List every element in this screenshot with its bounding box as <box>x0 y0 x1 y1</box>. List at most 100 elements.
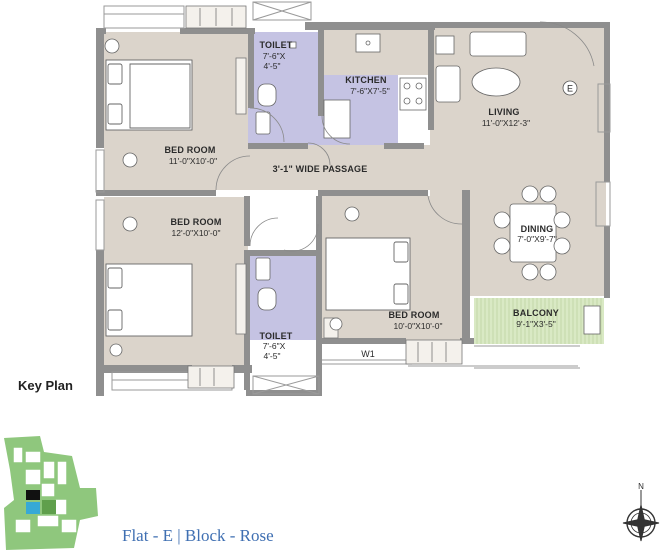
kitchen-fixtures <box>323 33 427 139</box>
wc-icon <box>257 83 277 107</box>
bedroom-2-dims: 12'-0"X10'-0" <box>172 228 221 238</box>
wall-kitchen-bottom-2 <box>384 143 424 149</box>
chair-icon <box>122 152 138 168</box>
washbasin-icon <box>255 257 271 281</box>
dresser-bedroom1 <box>235 57 247 115</box>
chair-icon <box>493 211 511 229</box>
bed-bedroom2 <box>105 263 193 337</box>
walls <box>96 22 610 396</box>
key-plan-highlight-block <box>26 490 40 500</box>
wall-bed3-right <box>462 190 470 340</box>
wall-bottom-bed3-end <box>460 338 474 344</box>
toilet-1-dims: 7'-6"X <box>263 51 286 61</box>
bedroom-2-name: BED ROOM <box>170 217 221 227</box>
wardrobe-bedroom3 <box>405 339 463 365</box>
wall-top-kitchen <box>305 22 435 30</box>
fridge-icon <box>323 99 351 139</box>
bedroom-3-dims: 10'-0"X10'-0" <box>394 321 443 331</box>
wall-kitchen-left <box>318 28 324 116</box>
window-top-toilet <box>252 1 312 21</box>
chair-icon <box>104 38 120 54</box>
doors <box>215 21 595 252</box>
chair-icon <box>122 216 138 232</box>
stove-icon <box>399 77 427 111</box>
wall-bottom-left <box>96 365 192 373</box>
chairs <box>104 38 360 357</box>
bedroom-1-dims: 11'-0"X10'-0" <box>169 156 217 166</box>
chair-icon <box>109 343 123 357</box>
bed-bedroom3 <box>325 237 411 311</box>
chair-icon <box>329 317 343 331</box>
wardrobes <box>185 5 463 389</box>
wall-toilet2-left <box>244 250 250 390</box>
bed-bedroom1 <box>105 59 193 131</box>
chair-icon <box>521 263 539 281</box>
chair-icon <box>521 185 539 203</box>
living-dims: 11'-0"X12'-3" <box>482 118 530 128</box>
chair-icon <box>553 211 571 229</box>
dining-name: DINING <box>521 224 554 234</box>
window-right-living <box>597 83 611 133</box>
wall-top-mid <box>180 28 255 34</box>
window-right-dining <box>595 181 611 227</box>
chair-icon <box>344 206 360 222</box>
wall-top-left <box>96 28 106 34</box>
key-plan-title: Key Plan <box>18 378 73 393</box>
wall-bed-divider-2 <box>318 190 428 196</box>
living-furniture <box>435 31 527 103</box>
chair-icon <box>539 263 557 281</box>
chair-icon <box>493 237 511 255</box>
wc-icon <box>257 287 277 311</box>
bedroom-1-name: BED ROOM <box>164 145 215 155</box>
passage-name: 3'-1" WIDE PASSAGE <box>273 164 368 174</box>
wall-bottom-toilet2 <box>246 390 322 396</box>
washbasin-icon <box>255 111 271 135</box>
balcony-name: BALCONY <box>513 308 559 318</box>
balcony-floor <box>474 298 604 344</box>
room-labels: BED ROOM 11'-0"X10'-0" TOILET 7'-6"X 4'-… <box>164 40 559 361</box>
north-compass-icon <box>622 490 660 542</box>
wall-toilet1-left <box>248 28 254 108</box>
bedroom-3-name: BED ROOM <box>388 310 439 320</box>
kitchen-dims: 7'-6"X7'-5" <box>350 86 390 96</box>
toilet-2-dims-2: 4'-5" <box>264 351 281 361</box>
wall-bed2-right <box>244 196 250 246</box>
beds <box>105 59 411 337</box>
coffee-table-icon <box>471 67 521 97</box>
dining-dims: 7'-0"X9'-7" <box>517 234 557 244</box>
wall-left-bottom <box>96 250 104 396</box>
window-left-bedroom2 <box>95 149 105 193</box>
wall-living-left <box>428 22 434 130</box>
sanitary-fixtures <box>255 41 297 311</box>
key-plan-highlight-flat <box>26 502 40 514</box>
wall-top-right <box>430 22 610 28</box>
dining-set <box>493 185 571 281</box>
wall-kitchen-bottom <box>248 143 308 149</box>
chair-icon <box>553 237 571 255</box>
toilet-2-name: TOILET <box>259 331 292 341</box>
kitchen-name: KITCHEN <box>345 75 386 85</box>
tv-unit-icon <box>435 35 455 55</box>
toilet-1-name: TOILET <box>259 40 292 50</box>
balcony-dims: 9'-1"X3'-5" <box>516 319 556 329</box>
flat-block-caption: Flat - E | Block - Rose <box>122 526 274 545</box>
shower-icon <box>289 41 297 49</box>
wardrobe-bedroom2 <box>187 365 235 389</box>
window-marker-label: W1 <box>361 349 375 359</box>
wall-right <box>604 22 610 182</box>
window-bottom-toilet <box>252 375 320 395</box>
chair-icon <box>539 185 557 203</box>
living-name: LIVING <box>488 107 519 117</box>
wall-right-lower <box>604 226 610 298</box>
toilet-1-dims-2: 4'-5" <box>264 61 281 71</box>
washing-machine-icon <box>583 305 601 335</box>
dresser-bedroom2 <box>235 263 247 335</box>
armchair-icon <box>435 65 461 103</box>
wall-toilet2-top <box>248 250 322 256</box>
window-top-bedroom1 <box>103 5 185 29</box>
compass-north-label: N <box>638 482 644 491</box>
dining-table-icon <box>509 203 557 263</box>
wall-bed-divider-1 <box>96 190 216 196</box>
wall-bottom-bed3 <box>316 338 406 344</box>
